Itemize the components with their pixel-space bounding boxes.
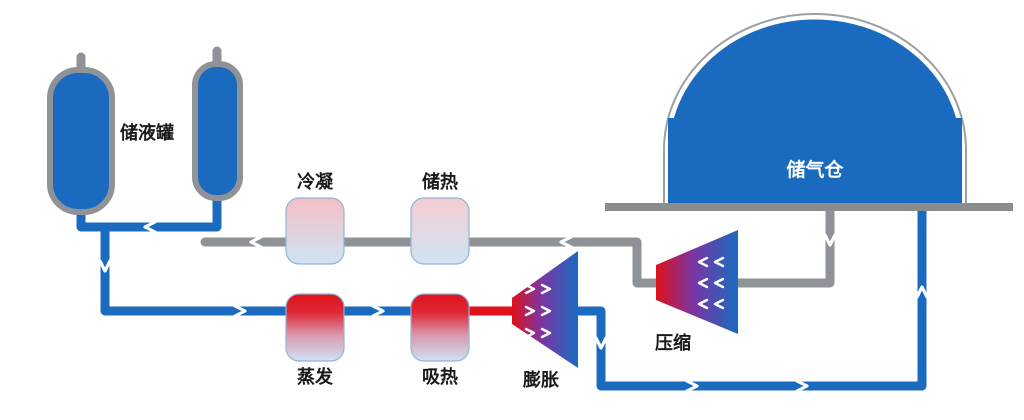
flow-arrow-gray-to-tanks (249, 235, 263, 249)
flow-arrow-tank-connector (143, 220, 157, 234)
turbine-arrow (713, 256, 725, 268)
turbine-arrow (540, 305, 552, 317)
compressor-label: 压缩 (655, 332, 691, 353)
gas-storage-dome (666, 16, 964, 152)
heat-storage-unit: 储热 (410, 171, 470, 265)
gas-storage-body (668, 118, 962, 210)
expander-flow-arrows (524, 283, 552, 339)
turbine-arrow (524, 305, 536, 317)
flow-arrow-gray-down (823, 233, 837, 247)
flow-arrow-bottom-2 (795, 379, 809, 393)
evaporator-box (285, 293, 345, 362)
evaporator-unit: 蒸发 (285, 293, 345, 387)
pipes (76, 189, 927, 391)
gas-storage-label: 储气仓 (786, 158, 844, 181)
gas-storage-outer-outline (663, 13, 967, 207)
turbine-arrow (540, 283, 552, 295)
flow-arrow-expander-down (594, 336, 608, 350)
flow-arrow-to-absorber (371, 304, 385, 318)
tank-body (192, 61, 243, 201)
turbine-arrow (697, 277, 709, 289)
condenser-unit: 冷凝 (285, 171, 345, 265)
flow-arrow-left-down (98, 259, 112, 273)
flow-arrow-to-evaporator (233, 304, 247, 318)
liquid-tank-right (192, 46, 243, 201)
flow-arrows (98, 220, 929, 393)
condenser-label: 冷凝 (297, 171, 334, 192)
heat-absorption-unit: 吸热 (410, 293, 470, 387)
turbine-arrow (697, 298, 709, 310)
compressor-unit: 压缩 (655, 230, 738, 353)
pipe-gray-compressor-outlet (729, 200, 835, 288)
liquid-tank-label: 储液罐 (119, 122, 174, 143)
heat-absorption-label: 吸热 (422, 366, 458, 387)
pipe-blue-discharge-line (100, 222, 477, 316)
turbine-arrow (713, 298, 725, 310)
turbine-arrow (540, 327, 552, 339)
condenser-box (285, 197, 345, 265)
pipe-blue-expander-outlet (567, 201, 927, 391)
liquid-tank-left (47, 52, 115, 215)
compressor-flow-arrows (697, 256, 725, 310)
heat-absorption-box (410, 293, 470, 362)
turbine-arrow (713, 277, 725, 289)
expander-label: 膨胀 (522, 369, 559, 390)
evaporator-label: 蒸发 (297, 366, 334, 387)
expander-unit: 膨胀 (512, 251, 578, 390)
compressor-shape (656, 230, 738, 334)
heat-storage-box (410, 197, 470, 265)
turbine-arrow (524, 283, 536, 295)
flow-arrow-right-up (915, 285, 929, 299)
tank-body (47, 67, 115, 215)
flow-arrow-gray-to-heatstorage (559, 235, 573, 249)
turbine-arrow (524, 327, 536, 339)
flow-arrow-bottom-1 (685, 379, 699, 393)
gas-storage-silo: 储气仓 (663, 13, 967, 210)
turbine-arrow (697, 256, 709, 268)
heat-storage-label: 储热 (421, 171, 458, 192)
